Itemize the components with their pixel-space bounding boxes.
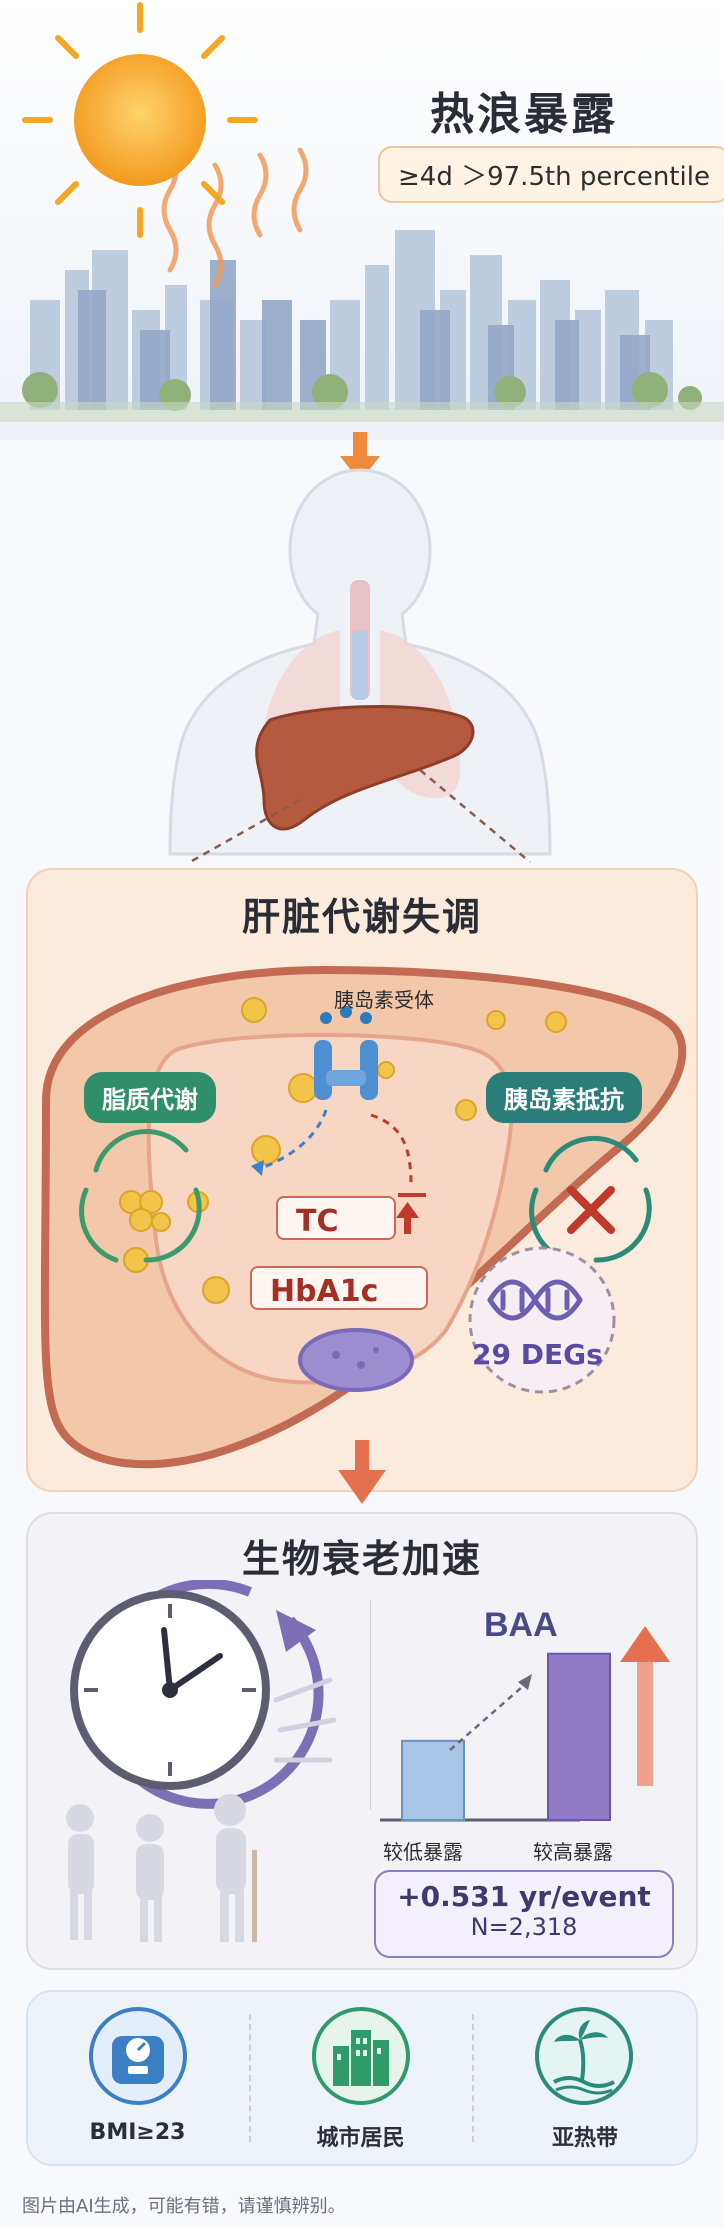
- effect-size-line: +0.531 yr/event: [397, 1880, 651, 1913]
- insulin-receptor-label: 胰岛素受体: [334, 988, 434, 1012]
- city-buildings-icon: [312, 2007, 410, 2105]
- blocked-x-icon: [567, 1186, 615, 1234]
- lipid-metabolism-tag: 脂质代谢: [84, 1072, 216, 1123]
- bar-high-exposure: [547, 1652, 611, 1821]
- hba1c-increase-box: HbA1c: [250, 1266, 428, 1310]
- divider: [249, 2014, 251, 2142]
- tc-increase-box: TC: [276, 1196, 396, 1240]
- trend-arrow-icon: [449, 1674, 532, 1751]
- insulin-receptor-icon: [314, 1006, 378, 1100]
- bar-low-exposure: [401, 1739, 465, 1821]
- ai-disclaimer: 图片由AI生成，可能有错，请谨慎辨别。: [22, 2196, 346, 2217]
- increase-arrow-icon: [620, 1626, 670, 1786]
- palm-island-icon: [535, 2007, 633, 2105]
- sun-icon: [22, 2, 258, 238]
- effect-size-box: +0.531 yr/event N=2,318: [374, 1870, 674, 1958]
- tc-label: TC: [296, 1204, 339, 1239]
- hba1c-label: HbA1c: [270, 1274, 379, 1309]
- clock-icon: [70, 1580, 324, 1809]
- subgroup-label-subtropical: 亚热带: [551, 2126, 618, 2151]
- category-label-high: 较高暴露: [533, 1840, 613, 1864]
- arrow-down-icon: [338, 1440, 386, 1504]
- divider: [472, 2014, 474, 2142]
- lipid-cycle-icon: [79, 1129, 202, 1263]
- degs-label: 29 DEGs: [472, 1338, 603, 1371]
- scale-icon: [89, 2007, 187, 2105]
- human-body-illustration: [168, 432, 552, 864]
- category-label-low: 较低暴露: [383, 1840, 463, 1864]
- subgroup-label-urban: 城市居民: [316, 2126, 405, 2151]
- aging-section-title: 生物衰老加速: [241, 1537, 482, 1581]
- liver-icon: [255, 704, 475, 831]
- sample-size-line: N=2,318: [470, 1913, 578, 1941]
- dna-helix-icon: [487, 1279, 583, 1321]
- heatwave-definition-pill: ≥4d ＞97.5th percentile: [378, 146, 724, 203]
- chart-title: BAA: [484, 1606, 558, 1644]
- subgroup-label-bmi: BMI≥23: [89, 2120, 186, 2145]
- clock-and-elderly-illustration: [66, 1580, 337, 1942]
- heatwave-title: 热浪暴露: [430, 89, 618, 140]
- liver-section-title: 肝脏代谢失调: [241, 895, 482, 939]
- baa-bar-chart: BAA: [370, 1600, 670, 1822]
- elderly-people-icon: [66, 1794, 257, 1942]
- heatwave-city-scene: [0, 0, 724, 440]
- insulin-resistance-tag: 胰岛素抵抗: [486, 1072, 642, 1123]
